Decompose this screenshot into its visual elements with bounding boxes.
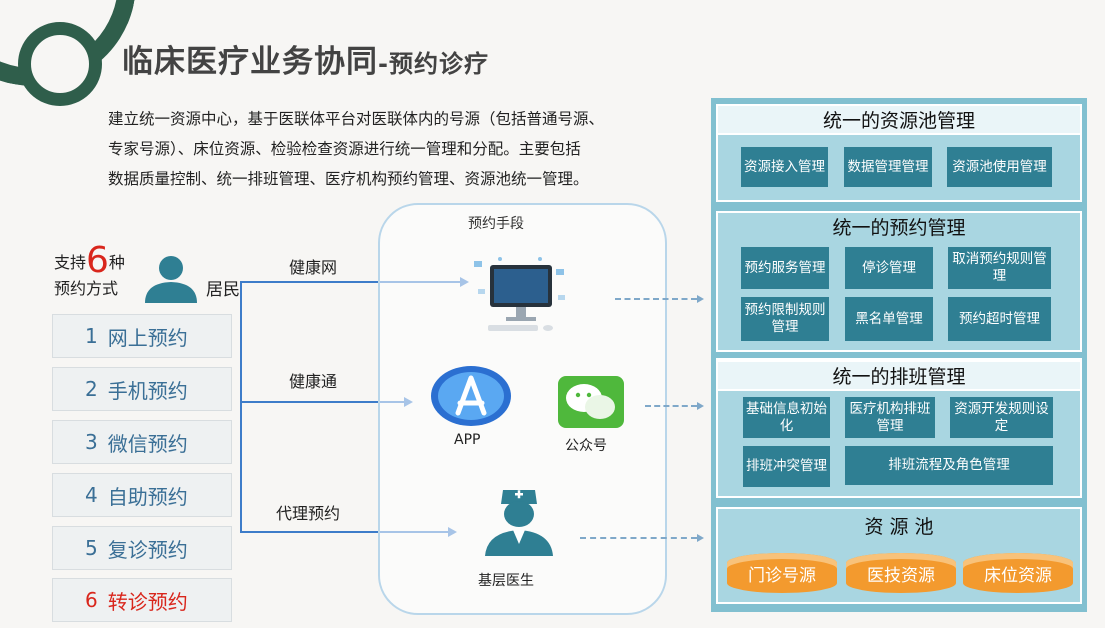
- method-number: 1: [85, 324, 98, 348]
- dashed-arrow: [615, 298, 697, 300]
- connector-vertical: [240, 282, 242, 532]
- dashed-arrow: [645, 405, 697, 407]
- app-label: APP: [454, 432, 481, 448]
- support-caption: 支持6种 预约方式: [54, 243, 125, 302]
- method-label: 网上预约: [107, 325, 188, 350]
- section-title: 统一的资源池管理: [716, 104, 1082, 135]
- method-number: 3: [85, 430, 98, 454]
- schedule-workflow-box: 排班流程及角色管理: [845, 446, 1053, 485]
- resident-label: 居民: [206, 280, 240, 300]
- channel-web-label: 健康网: [289, 258, 338, 277]
- medtech-resource-cylinder: 医技资源: [846, 553, 956, 593]
- method-revisit[interactable]: 5 复诊预约: [52, 526, 232, 570]
- section-title: 统一的预约管理: [832, 217, 966, 239]
- connector-agent: [240, 531, 450, 533]
- method-label: 转诊预约: [107, 589, 188, 614]
- arrow-head: [697, 402, 704, 410]
- resident-icon: [145, 256, 197, 303]
- method-number: 5: [85, 536, 98, 560]
- description-line: 专家号源）、床位资源、检验检查资源进行统一管理和分配。主要包括: [108, 140, 581, 158]
- support-number: 6: [86, 240, 109, 281]
- data-management-box: 数据管理管理: [844, 147, 932, 187]
- resource-access-box: 资源接入管理: [741, 147, 828, 187]
- arrow-head: [697, 534, 704, 542]
- institution-schedule-box: 医疗机构排班管理: [845, 397, 935, 438]
- method-number: 4: [85, 483, 98, 507]
- method-label: 自助预约: [107, 484, 188, 509]
- booking-limit-box: 预约限制规则管理: [741, 297, 829, 341]
- booking-timeout-box: 预约超时管理: [948, 297, 1051, 341]
- support-line2: 预约方式: [54, 279, 119, 298]
- title-sub: -预约诊疗: [378, 50, 489, 78]
- doctor-icon: [485, 490, 553, 556]
- support-suffix: 种: [108, 253, 125, 272]
- connector-mobile: [240, 401, 406, 403]
- description-line: 建立统一资源中心，基于医联体平台对医联体内的号源（包括普通号源、: [108, 110, 605, 128]
- channel-pool-title: 预约手段: [468, 216, 524, 232]
- method-self-service[interactable]: 4 自助预约: [52, 473, 232, 517]
- blacklist-box: 黑名单管理: [845, 297, 933, 341]
- decorative-ring-icon: [18, 22, 102, 106]
- wechat-label: 公众号: [565, 438, 607, 454]
- wechat-icon: [558, 376, 624, 428]
- title-main: 临床医疗业务协同: [122, 44, 378, 80]
- channel-agent-label: 代理预约: [276, 504, 341, 523]
- suspension-box: 停诊管理: [845, 247, 933, 289]
- method-online[interactable]: 1 网上预约: [52, 314, 232, 358]
- method-label: 复诊预约: [107, 537, 188, 562]
- section-title: 统一的排班管理: [716, 360, 1082, 391]
- dashed-arrow: [580, 537, 697, 539]
- doctor-label: 基层医生: [478, 573, 534, 589]
- computer-icon: [474, 257, 565, 331]
- method-label: 手机预约: [107, 378, 188, 403]
- outpatient-source-cylinder: 门诊号源: [727, 553, 837, 593]
- resource-pool-usage-box: 资源池使用管理: [947, 147, 1052, 187]
- basic-info-box: 基础信息初始化: [743, 397, 830, 438]
- support-prefix: 支持: [54, 253, 87, 272]
- resource-rule-box: 资源开发规则设定: [950, 397, 1053, 438]
- method-label: 微信预约: [107, 431, 188, 456]
- app-store-icon: [431, 366, 511, 426]
- booking-service-box: 预约服务管理: [741, 247, 829, 289]
- description: 建立统一资源中心，基于医联体平台对医联体内的号源（包括普通号源、 专家号源）、床…: [108, 104, 688, 194]
- bed-resource-cylinder: 床位资源: [963, 553, 1073, 593]
- cancel-rule-box: 取消预约规则管理: [948, 247, 1051, 289]
- connector-web: [240, 281, 462, 283]
- schedule-conflict-box: 排班冲突管理: [743, 446, 830, 487]
- method-referral[interactable]: 6 转诊预约: [52, 578, 232, 622]
- method-number: 2: [85, 377, 98, 401]
- section-title: 资 源 池: [864, 515, 934, 538]
- method-mobile[interactable]: 2 手机预约: [52, 367, 232, 411]
- page-title: 临床医疗业务协同-预约诊疗: [122, 36, 489, 81]
- method-wechat[interactable]: 3 微信预约: [52, 420, 232, 464]
- method-number: 6: [85, 588, 98, 612]
- arrow-head: [697, 295, 704, 303]
- channel-mobile-label: 健康通: [289, 372, 338, 391]
- description-line: 数据质量控制、统一排班管理、医疗机构预约管理、资源池统一管理。: [108, 170, 589, 188]
